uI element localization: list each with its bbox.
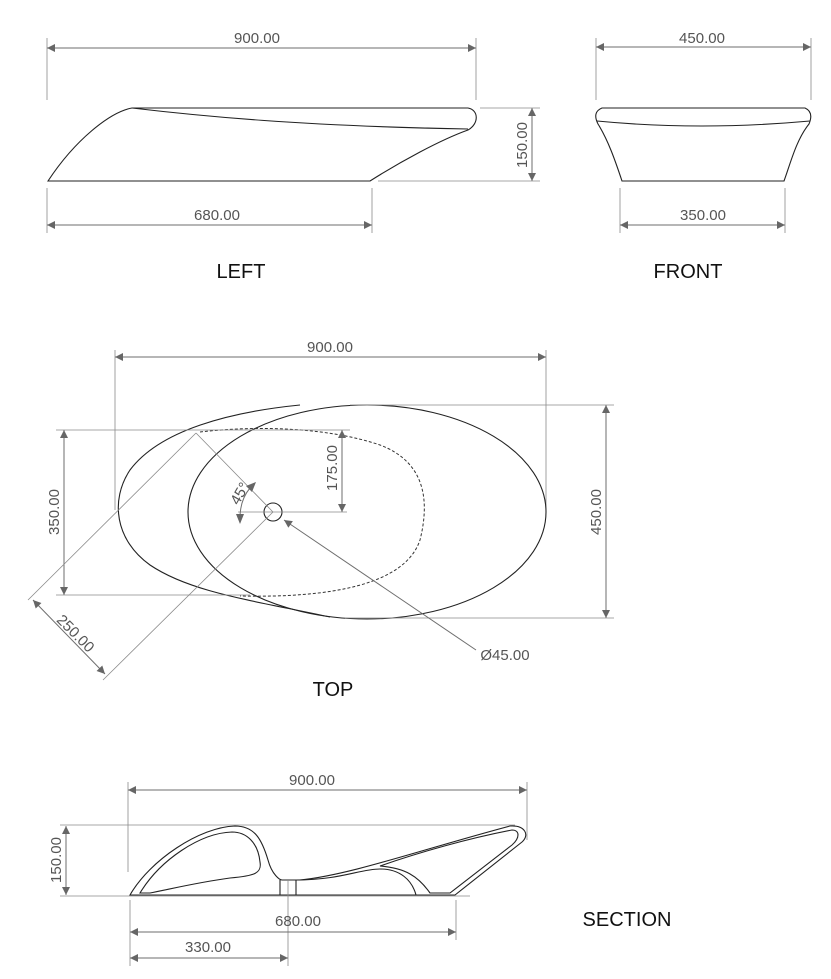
basin-section-profile [129, 825, 527, 896]
front-view: 450.00 350.00 FRONT [595, 30, 812, 283]
basin-front-profile [595, 107, 812, 182]
dimension-base: 680.00 [194, 207, 240, 224]
top-view: 900.00 350.00 450.00 175.00 250.00 45° Ø… [27, 339, 614, 701]
dimension-width-outer: 450.00 [588, 489, 605, 535]
dimension-height: 150.00 [514, 122, 531, 168]
dimension-drain-diameter: Ø45.00 [480, 647, 529, 664]
dimension-length: 900.00 [307, 339, 353, 356]
view-label-top: TOP [313, 679, 354, 701]
view-label-section: SECTION [583, 909, 672, 931]
dimension-base: 680.00 [275, 913, 321, 930]
dimension-length: 900.00 [289, 772, 335, 789]
section-view: 900.00 150.00 680.00 330.00 SECTION [48, 772, 671, 966]
left-view: 900.00 680.00 150.00 LEFT [46, 30, 540, 283]
dimension-half-width: 175.00 [324, 445, 341, 491]
basin-side-profile [46, 107, 477, 182]
dimension-width-inner: 350.00 [46, 489, 63, 535]
dimension-drain-position: 330.00 [185, 939, 231, 956]
view-label-front: FRONT [654, 261, 723, 283]
dimension-height: 150.00 [48, 837, 65, 883]
dimension-angle: 45° [227, 480, 253, 508]
view-label-left: LEFT [217, 261, 266, 283]
dimension-base: 350.00 [680, 207, 726, 224]
dimension-length: 900.00 [234, 30, 280, 47]
dimension-offset: 250.00 [53, 612, 97, 656]
dimension-top: 450.00 [679, 30, 725, 47]
